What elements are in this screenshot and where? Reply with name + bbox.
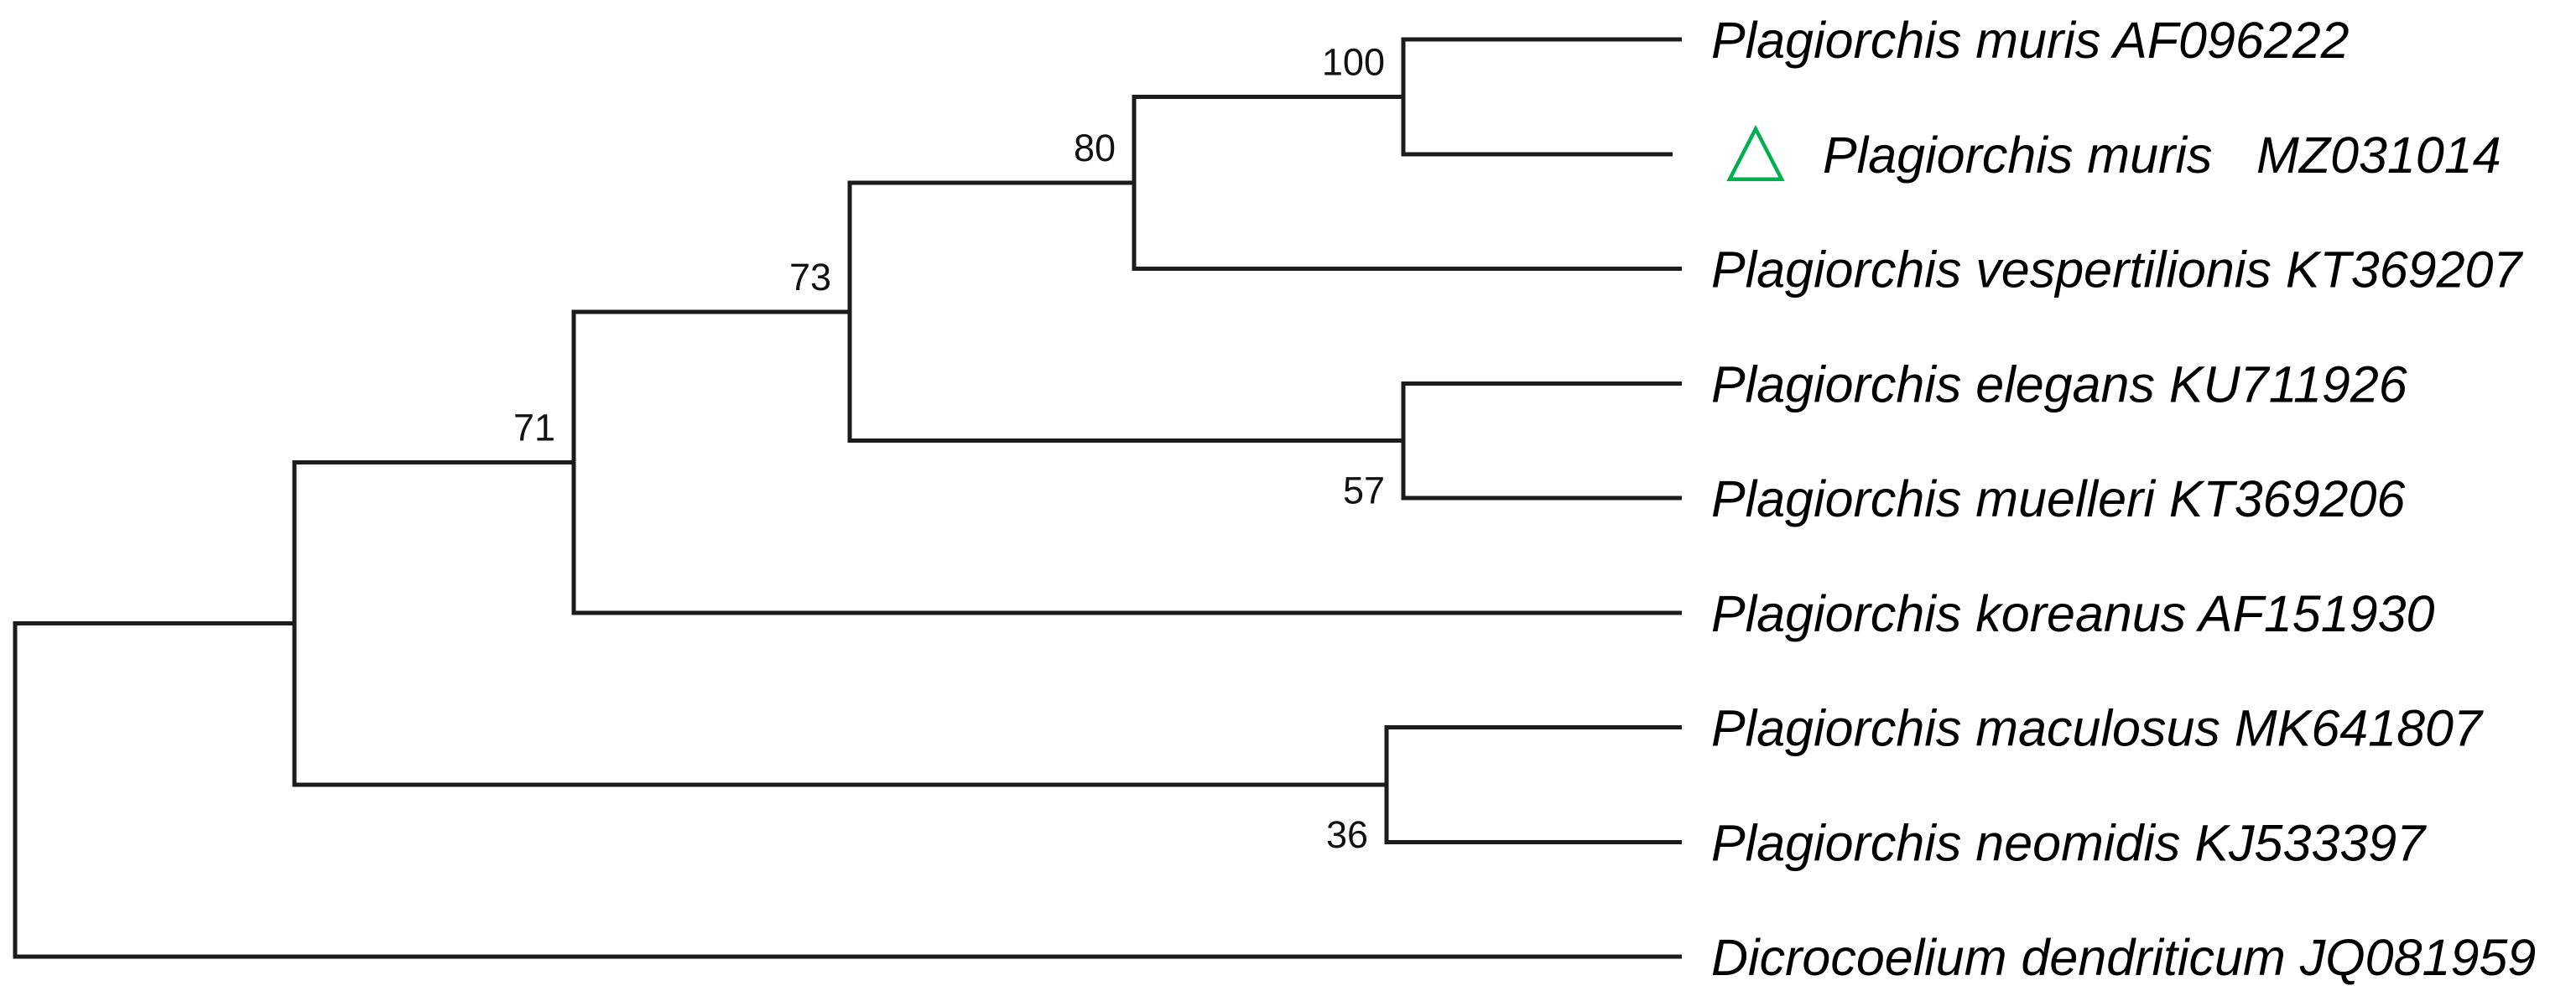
taxon-label: Plagiorchis elegans KU711926 bbox=[1711, 355, 2407, 412]
new-sequence-triangle-icon bbox=[1726, 124, 1785, 181]
taxon-label: Plagiorchis vespertilionis KT369207 bbox=[1711, 241, 2523, 298]
bootstrap-support-label: 100 bbox=[1322, 40, 1385, 83]
bootstrap-support-label: 73 bbox=[789, 256, 831, 298]
taxon-label: Plagiorchis muelleri KT369206 bbox=[1711, 470, 2405, 527]
taxon-accession-label: MZ031014 bbox=[2256, 127, 2501, 184]
bootstrap-support-label: 36 bbox=[1326, 813, 1368, 856]
bootstrap-support-label: 80 bbox=[1074, 127, 1116, 169]
taxon-label: Plagiorchis muris bbox=[1823, 127, 2212, 184]
taxon-label: Plagiorchis neomidis KJ533397 bbox=[1711, 814, 2427, 871]
taxon-label: Plagiorchis koreanus AF151930 bbox=[1711, 585, 2435, 642]
taxon-label: Plagiorchis maculosus MK641807 bbox=[1711, 700, 2484, 757]
taxon-label: Dicrocoelium dendriticum JQ081959 bbox=[1711, 929, 2536, 986]
taxon-label: Plagiorchis muris AF096222 bbox=[1711, 12, 2350, 69]
bootstrap-support-label: 71 bbox=[513, 406, 555, 449]
bootstrap-support-label: 57 bbox=[1343, 470, 1385, 512]
